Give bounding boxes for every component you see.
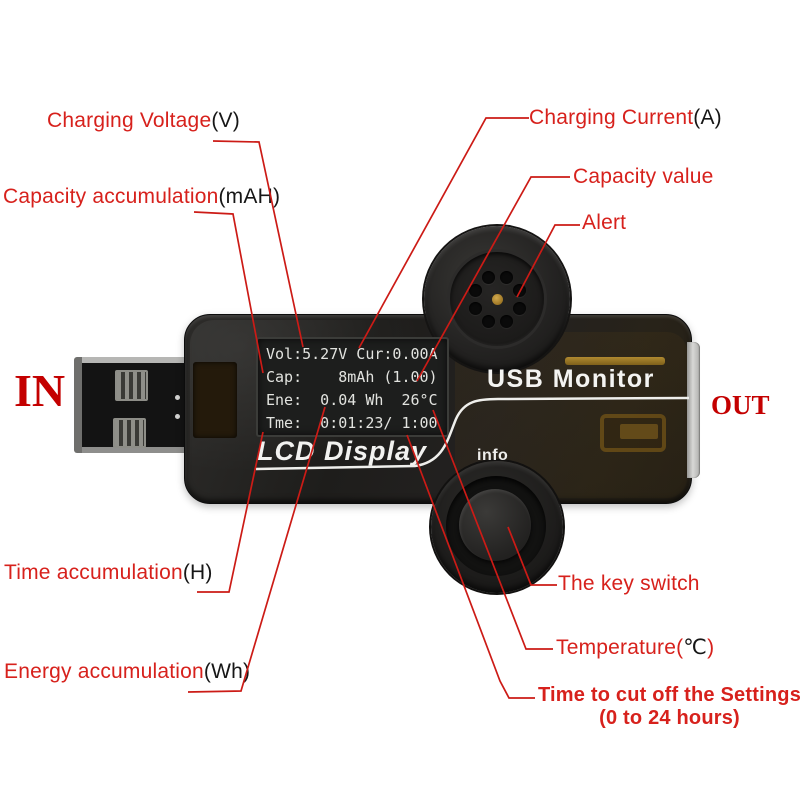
label-cutoff-time: Time to cut off the Settings (0 to 24 ho… bbox=[538, 684, 800, 730]
label-time-accumulation-text: Time accumulation bbox=[4, 561, 183, 584]
usb-plug-rivet bbox=[175, 414, 180, 419]
lcd-display-print: LCD Display bbox=[257, 436, 428, 466]
internal-pcb-window bbox=[193, 362, 237, 438]
buzzer-hole bbox=[500, 271, 513, 284]
label-key-switch: The key switch bbox=[558, 572, 700, 595]
label-capacity-accumulation-unit: (mAH) bbox=[218, 185, 281, 208]
label-energy-accumulation-unit: (Wh) bbox=[203, 660, 251, 683]
leader-capacity-value bbox=[416, 176, 570, 382]
label-capacity-accumulation-text: Capacity accumulation bbox=[3, 185, 219, 208]
lcd-screen: Vol:5.27V Cur:0.00A Cap: 8mAh (1.00) Ene… bbox=[256, 337, 449, 437]
label-energy-accumulation: Energy accumulation(Wh) bbox=[4, 660, 250, 684]
usb-plug-bottom-edge bbox=[78, 447, 186, 453]
housing-white-curve bbox=[255, 396, 690, 471]
label-time-accumulation-unit: (H) bbox=[182, 561, 213, 584]
usb-output-port-edge bbox=[687, 342, 700, 478]
internal-usb-port-glow bbox=[565, 357, 665, 365]
leader-charging-voltage bbox=[212, 140, 304, 348]
lcd-row-voltage-current: Vol:5.27V Cur:0.00A bbox=[266, 345, 438, 363]
leader-key-switch bbox=[507, 526, 557, 586]
label-temperature: Temperature(℃) bbox=[556, 635, 714, 660]
label-charging-voltage-unit: (V) bbox=[211, 109, 240, 132]
label-in: IN bbox=[14, 365, 66, 416]
buzzer-hole bbox=[469, 284, 482, 297]
label-cutoff-line2: (0 to 24 hours) bbox=[599, 707, 740, 729]
lcd-row-capacity: Cap: 8mAh (1.00) bbox=[266, 368, 438, 386]
leader-energy-accumulation bbox=[187, 406, 326, 693]
label-energy-accumulation-text: Energy accumulation bbox=[4, 660, 204, 683]
label-cutoff-line1: Time to cut off the Settings bbox=[538, 684, 800, 706]
label-alert: Alert bbox=[582, 211, 627, 234]
key-switch-button bbox=[459, 489, 531, 561]
leader-capacity-accumulation bbox=[193, 211, 264, 374]
label-capacity-value: Capacity value bbox=[573, 165, 714, 188]
label-temperature-paren: ) bbox=[707, 636, 715, 659]
label-charging-voltage-text: Charging Voltage bbox=[47, 109, 212, 132]
usb-plug-contact-window bbox=[113, 418, 146, 448]
label-out: OUT bbox=[711, 390, 770, 420]
label-temperature-unit: ℃ bbox=[683, 635, 708, 659]
lcd-row-energy-temperature: Ene: 0.04 Wh 26°C bbox=[266, 391, 438, 409]
leader-cutoff-time bbox=[406, 434, 535, 699]
label-temperature-text: Temperature( bbox=[556, 636, 684, 659]
buzzer-hole bbox=[513, 302, 526, 315]
buzzer-hole bbox=[482, 271, 495, 284]
info-print: info bbox=[477, 447, 509, 464]
label-charging-current-text: Charging Current bbox=[529, 106, 694, 129]
buzzer-hole bbox=[482, 315, 495, 328]
usb-plug-contact-window bbox=[115, 370, 148, 401]
leader-charging-current bbox=[358, 117, 529, 349]
buzzer-center-contact bbox=[492, 294, 503, 305]
leader-temperature bbox=[432, 409, 553, 650]
label-charging-voltage: Charging Voltage(V) bbox=[47, 109, 240, 133]
label-time-accumulation: Time accumulation(H) bbox=[4, 561, 213, 585]
usb-plug-end-cap bbox=[74, 357, 82, 453]
buzzer-hole bbox=[500, 315, 513, 328]
usb-plug-rivet bbox=[175, 395, 180, 400]
leader-alert bbox=[516, 224, 580, 298]
buzzer-hole bbox=[469, 302, 482, 315]
leader-time-accumulation bbox=[197, 431, 264, 593]
label-charging-current-unit: (A) bbox=[693, 106, 722, 129]
label-capacity-accumulation: Capacity accumulation(mAH) bbox=[3, 185, 280, 209]
brand-print: USB Monitor bbox=[487, 365, 655, 393]
usb-plug-top-edge bbox=[78, 357, 186, 363]
label-charging-current: Charging Current(A) bbox=[529, 106, 722, 130]
lcd-row-time: Tme: 0:01:23/ 1:00 bbox=[266, 414, 438, 432]
internal-usb-tongue bbox=[620, 424, 658, 439]
